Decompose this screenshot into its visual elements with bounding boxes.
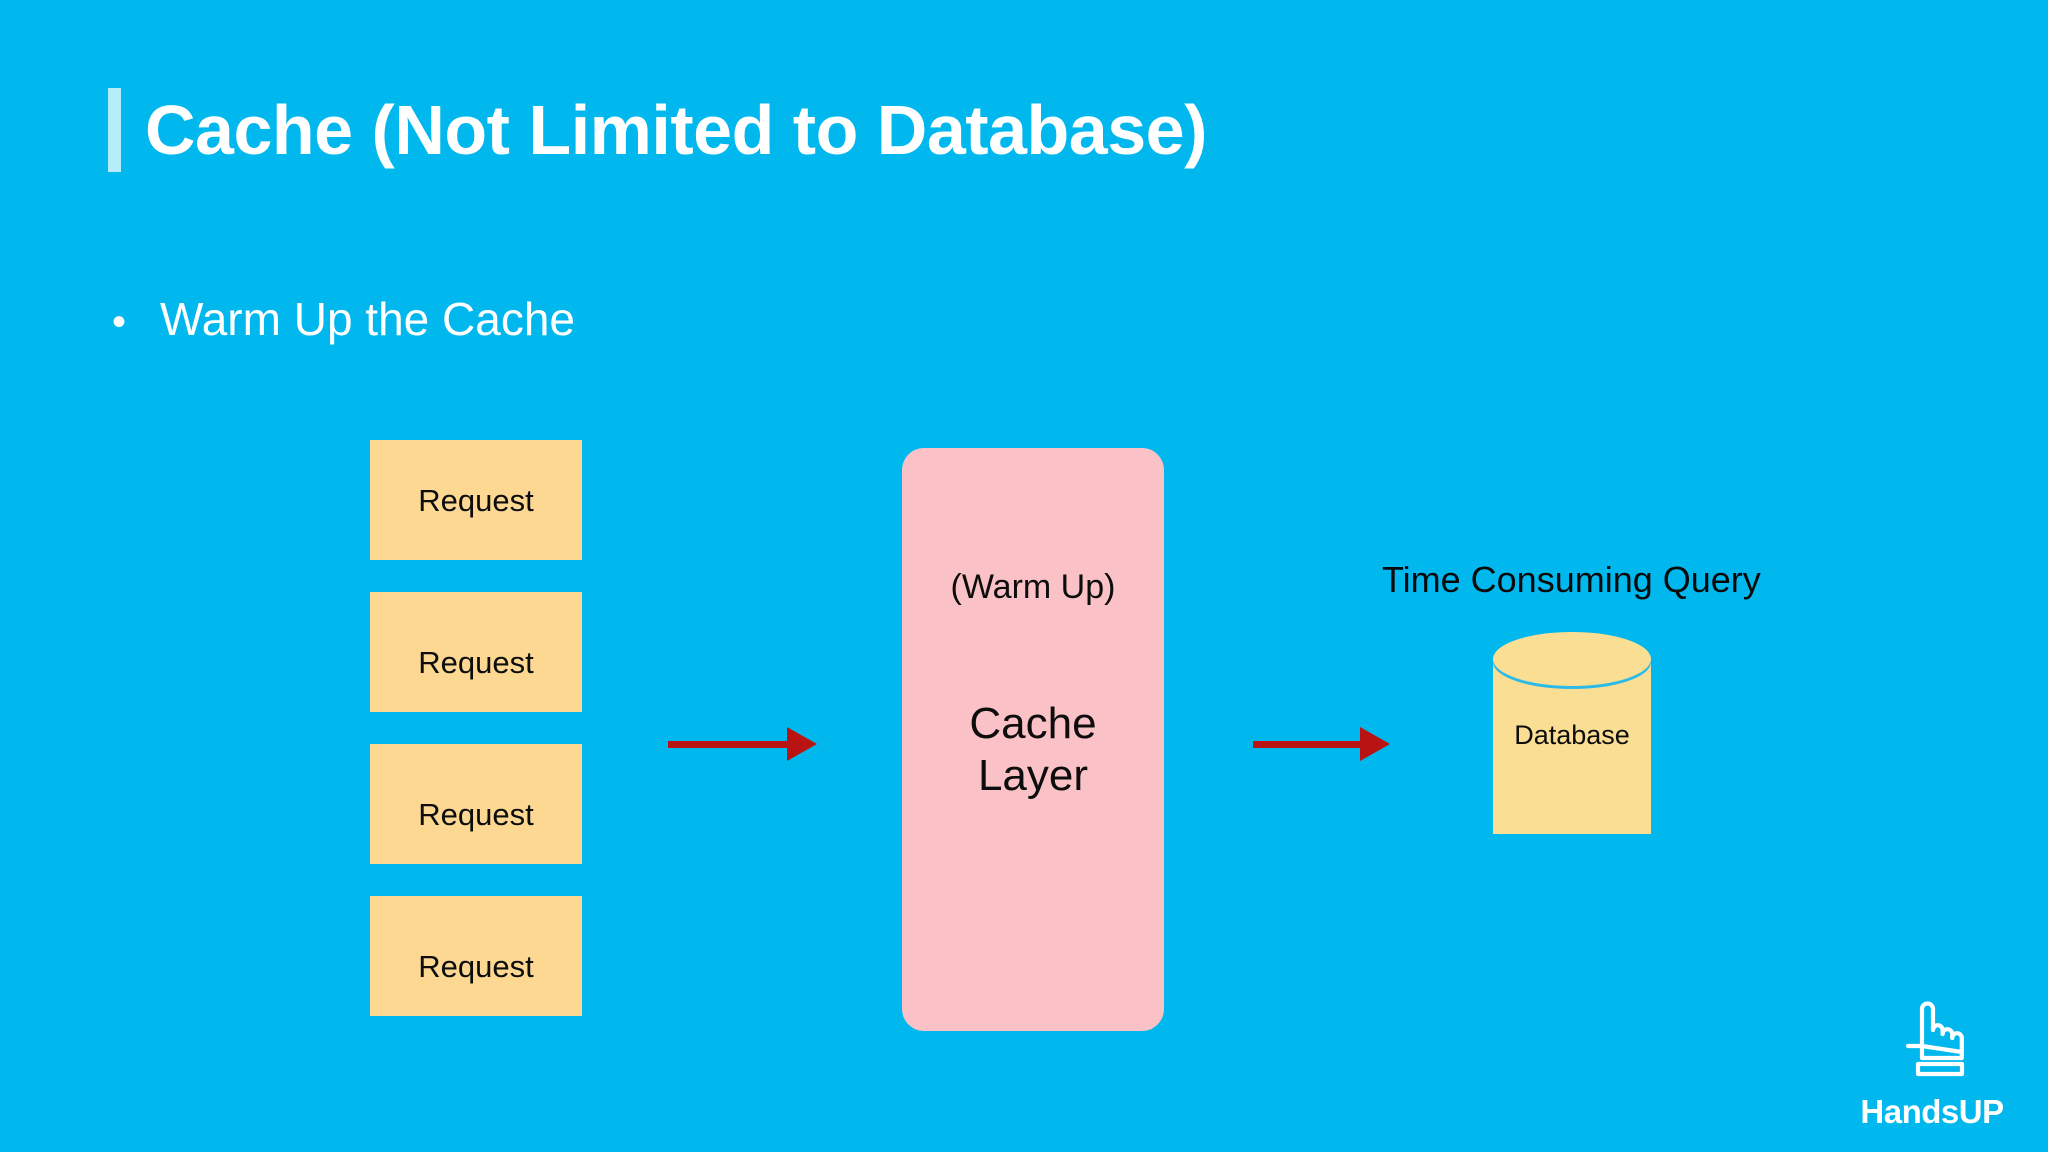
arrow-head xyxy=(787,727,817,761)
time-consuming-query-label: Time Consuming Query xyxy=(1382,559,1761,600)
database-top-ellipse xyxy=(1493,632,1651,686)
arrow-shaft xyxy=(668,740,788,748)
cache-layer-label: Cache Layer xyxy=(902,698,1164,802)
request-label: Request xyxy=(418,482,534,518)
request-label: Request xyxy=(418,644,534,680)
cache-layer-label-line1: Cache xyxy=(969,699,1097,748)
arrow-shaft xyxy=(1253,740,1361,748)
arrow-head xyxy=(1360,727,1390,761)
request-box: Request xyxy=(370,592,582,712)
hand-pointing-up-icon xyxy=(1896,1000,1968,1078)
cache-warm-up-label: (Warm Up) xyxy=(950,568,1116,606)
request-box: Request xyxy=(370,744,582,864)
arrow-requests-to-cache-icon xyxy=(668,727,817,761)
database-label: Database xyxy=(1514,720,1630,750)
bullet-label: Warm Up the Cache xyxy=(160,293,576,345)
page-title: Cache (Not Limited to Database) xyxy=(108,88,1207,172)
bullet-dot-icon: • xyxy=(112,300,127,344)
database-body xyxy=(1493,659,1651,834)
title-text: Cache (Not Limited to Database) xyxy=(145,91,1207,169)
request-label: Request xyxy=(418,796,534,832)
request-label: Request xyxy=(418,948,534,984)
bullet-item-warm-up-the-cache: • Warm Up the Cache xyxy=(112,296,575,342)
arrow-cache-to-database-icon xyxy=(1253,727,1390,761)
request-box: Request xyxy=(370,440,582,560)
database-cylinder-icon: Database xyxy=(1493,632,1651,834)
title-accent-bar xyxy=(108,88,121,172)
cache-layer-label-line2: Layer xyxy=(977,750,1089,800)
handsup-logo: HandsUP xyxy=(1852,1000,2012,1128)
cache-layer-box: (Warm Up) Cache Layer xyxy=(902,448,1164,1031)
request-box: Request xyxy=(370,896,582,1016)
handsup-wordmark: HandsUP xyxy=(1860,1093,2004,1130)
request-column: Request Request Request Request xyxy=(370,440,582,1016)
